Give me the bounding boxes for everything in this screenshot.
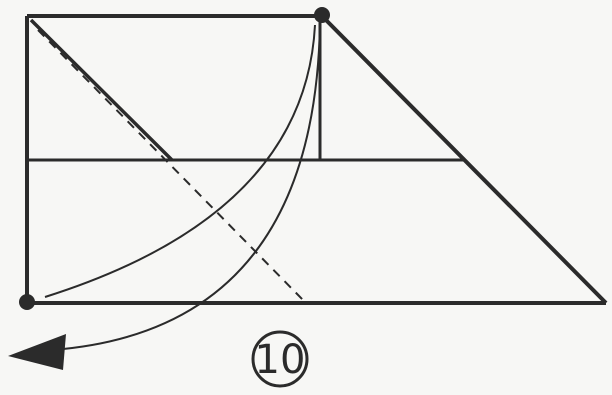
diagonal-crease-line bbox=[29, 18, 174, 162]
interior-folds bbox=[27, 18, 464, 162]
arrowhead-icon bbox=[8, 334, 66, 370]
inner-arrow-curve bbox=[44, 24, 316, 298]
fold-arrow bbox=[8, 21, 321, 370]
outer-arrow-curve bbox=[51, 21, 321, 351]
step-number-circle bbox=[251, 330, 309, 388]
step-number-badge: 10 bbox=[251, 330, 309, 388]
bottom-left-reference-dot bbox=[19, 294, 35, 310]
top-reference-dot bbox=[314, 7, 330, 23]
step-number-label: 10 bbox=[255, 337, 306, 383]
